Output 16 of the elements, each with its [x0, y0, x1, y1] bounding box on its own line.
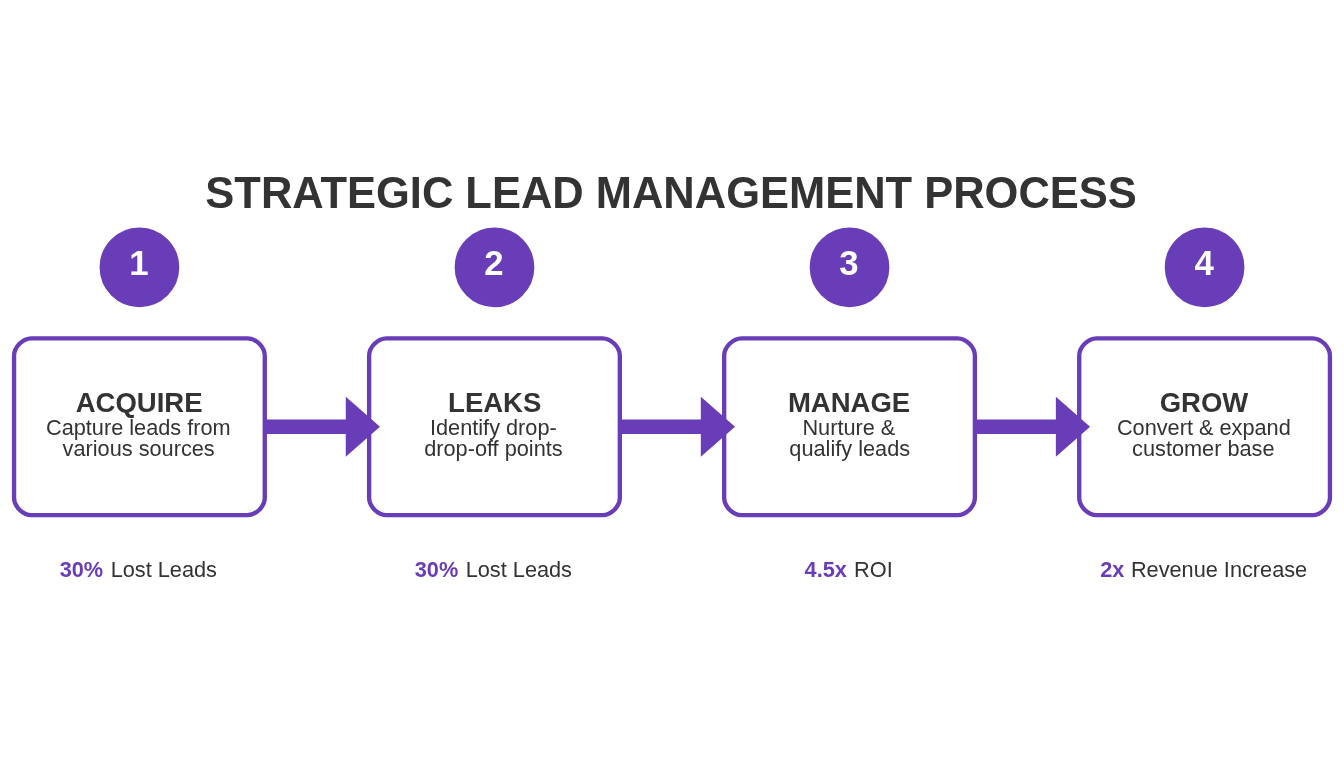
node-circle: 3 — [809, 227, 890, 308]
node-circle: 4 — [1164, 227, 1245, 308]
arrow — [975, 396, 1091, 457]
node-circle: 2 — [454, 227, 535, 308]
node-label: 2x Revenue Increase — [1100, 556, 1308, 582]
diagram-title: STRATEGIC LEAD MANAGEMENT PROCESS — [205, 168, 1137, 217]
node-box: LEAKS Identify drop- drop-off points — [366, 336, 622, 518]
node-label: 30% Lost Leads — [414, 556, 572, 582]
arrow — [264, 396, 380, 457]
node-circle: 1 — [99, 227, 180, 308]
arrow — [620, 396, 735, 457]
node-box: GROW Convert & expand customer base — [1077, 336, 1333, 518]
node-box: ACQUIRE Capture leads from various sources — [11, 336, 267, 518]
node-label: 4.5x ROI — [804, 556, 893, 582]
node-label: 30% Lost Leads — [59, 556, 217, 582]
node-box: MANAGE Nurture & qualify leads — [722, 336, 978, 518]
